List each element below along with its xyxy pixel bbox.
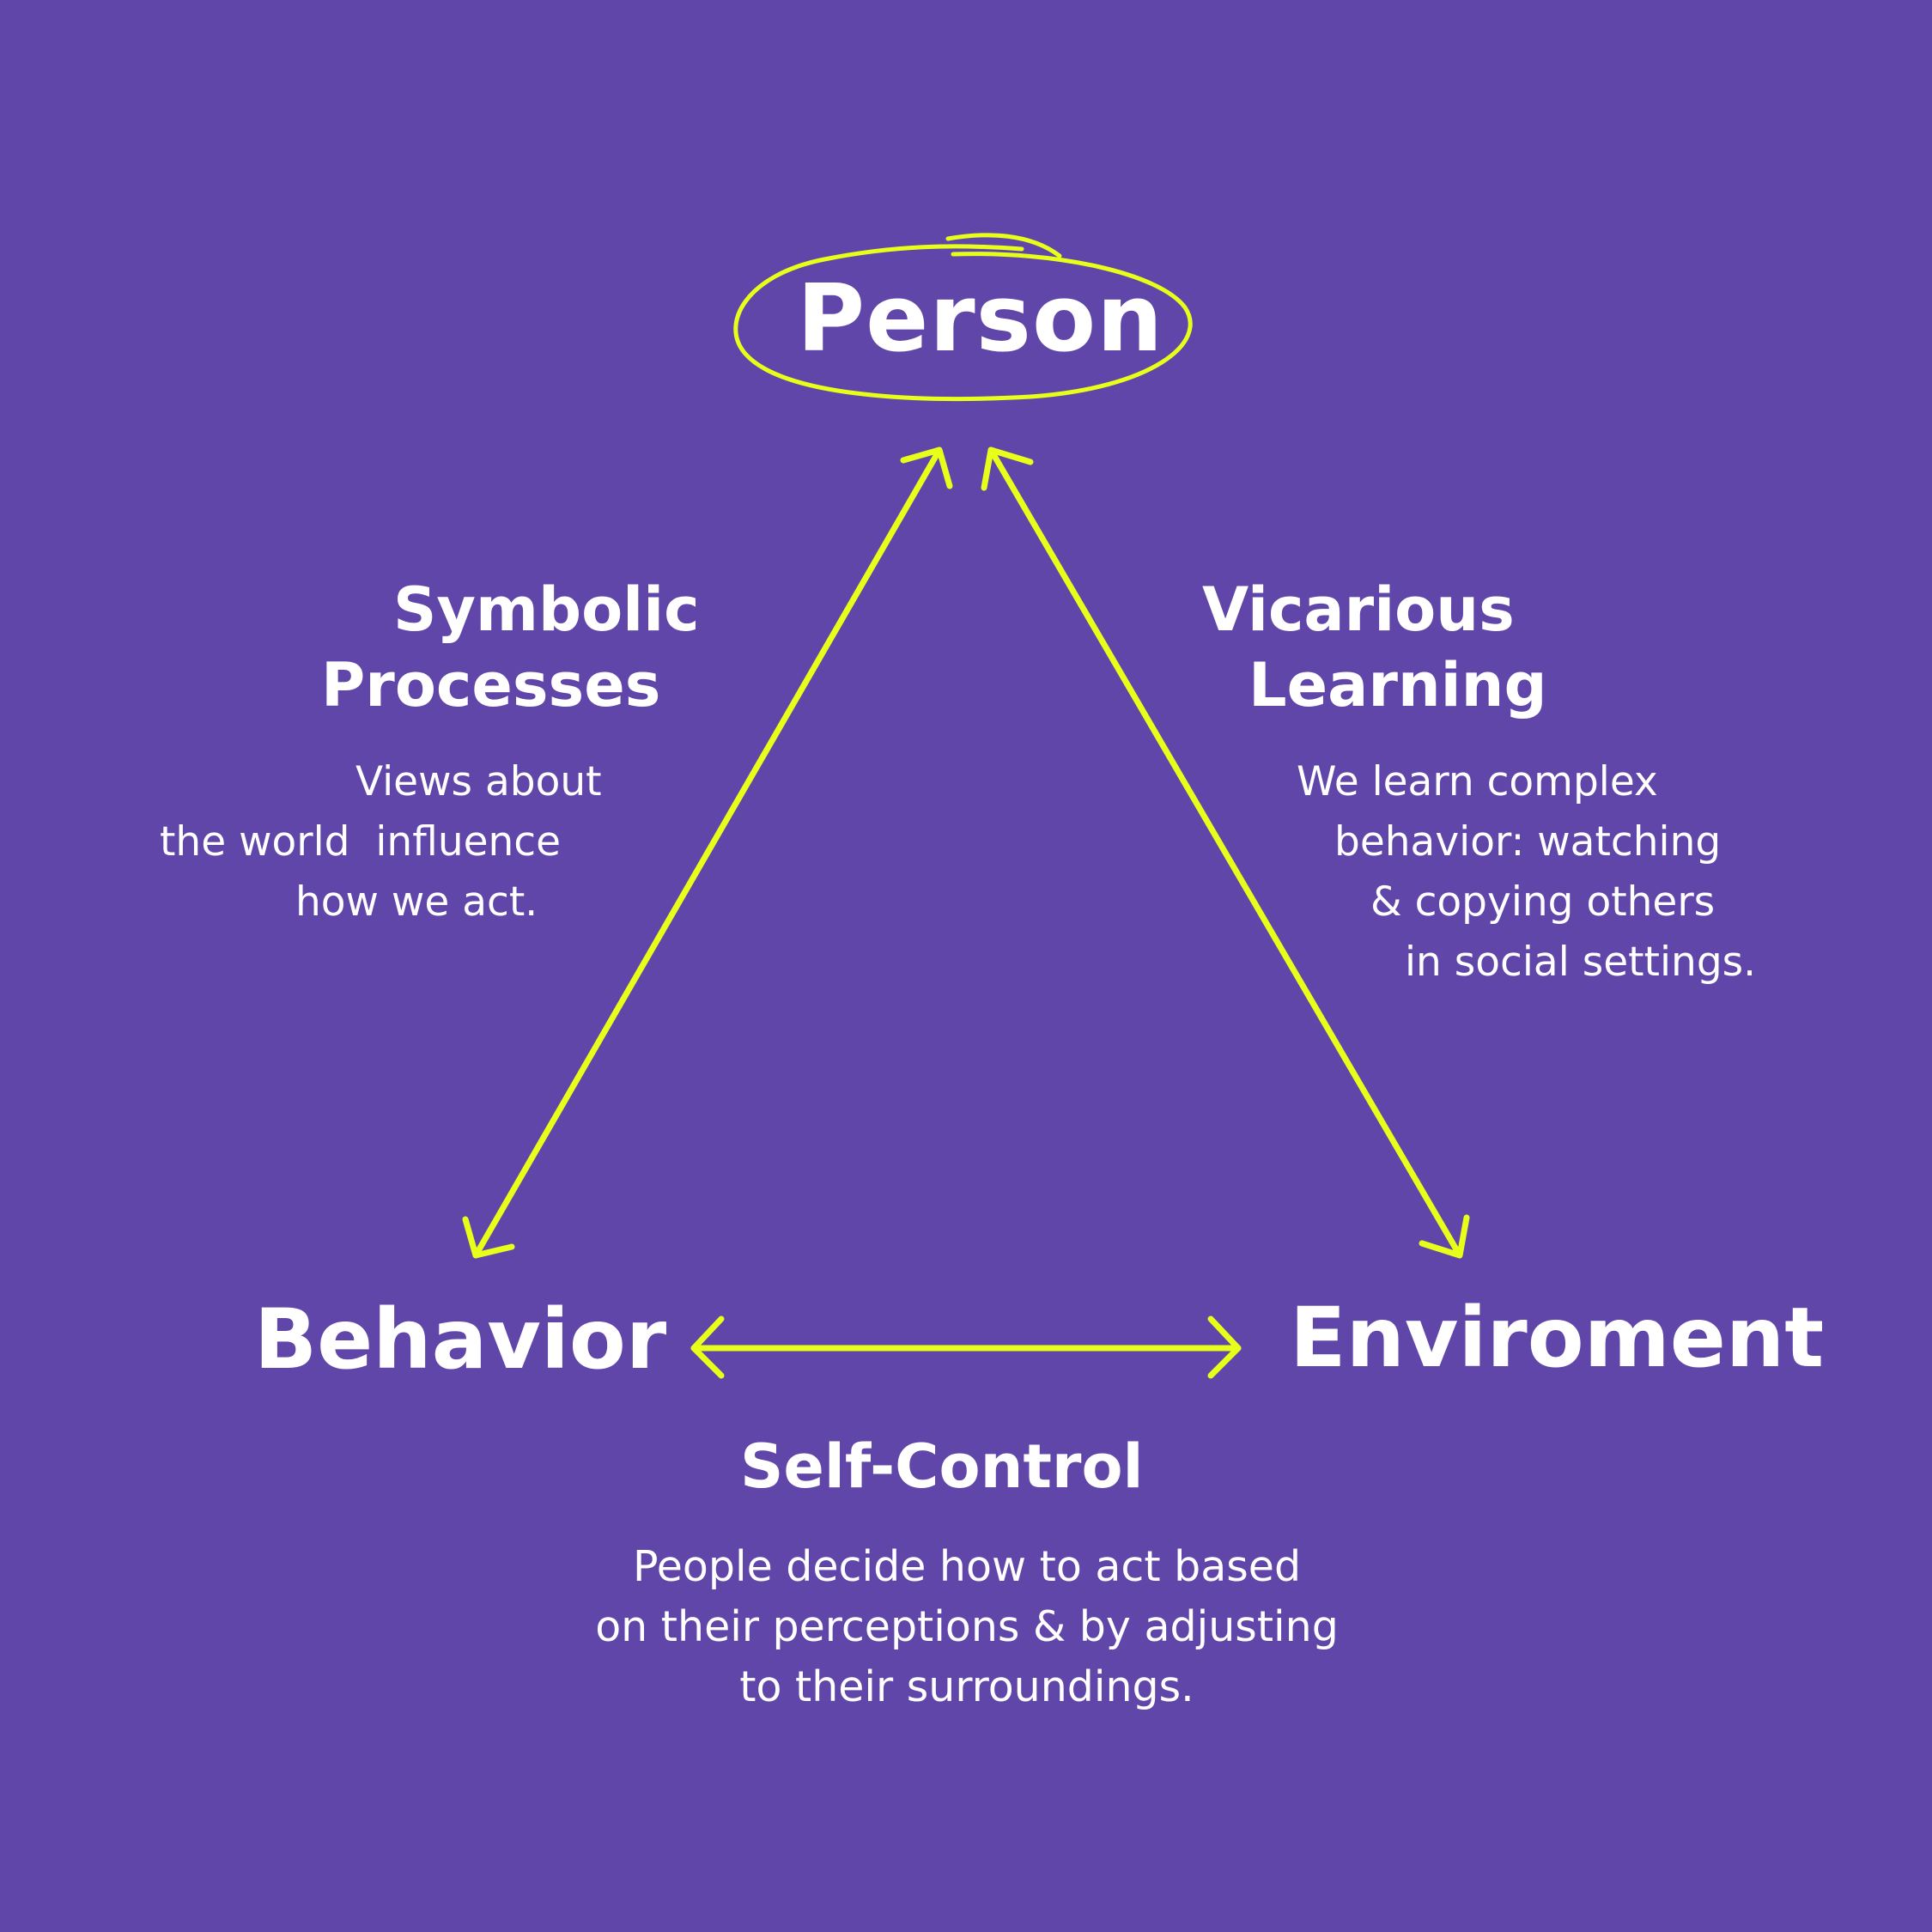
arrow-person-environment — [981, 447, 1470, 1259]
symbolic-title-line: Symbolic — [393, 574, 700, 645]
arrow-behavior-person — [462, 447, 953, 1259]
vicarious-desc-line: behavior: watching — [1334, 818, 1722, 866]
symbolic-desc-line: Views about — [355, 758, 602, 805]
vicarious-title-line: Vicarious — [1202, 574, 1515, 645]
symbolic-processes-description: Views about the world influence how we a… — [160, 752, 602, 933]
vicarious-learning-description: We learn complex behavior: watching & co… — [1297, 752, 1756, 993]
node-environment: Enviroment — [1290, 1290, 1825, 1386]
self-control-description: People decide how to act based on their … — [577, 1537, 1357, 1717]
vicarious-desc-line: We learn complex — [1297, 758, 1658, 805]
self-control-title: Self-Control — [740, 1431, 1144, 1502]
symbolic-desc-line: how we act. — [295, 878, 538, 926]
person-highlight-ellipse — [733, 233, 1193, 401]
vicarious-title-line: Learning — [1249, 650, 1547, 720]
vicarious-desc-line: & copying others — [1370, 878, 1716, 926]
self-control-desc-line: to their surroundings. — [739, 1662, 1194, 1711]
node-person: Person — [797, 265, 1164, 373]
self-control-desc-line: People decide how to act based — [632, 1542, 1302, 1591]
symbolic-desc-line: the world influence — [160, 818, 562, 866]
symbolic-processes-title: Symbolic Processes — [321, 572, 700, 723]
node-behavior: Behavior — [254, 1291, 667, 1388]
vicarious-learning-title: Vicarious Learning — [1202, 572, 1547, 723]
arrow-behavior-environment — [690, 1315, 1242, 1379]
vicarious-desc-line: in social settings. — [1405, 939, 1757, 986]
self-control-desc-line: on their perceptions & by adjusting — [595, 1602, 1339, 1651]
symbolic-title-line: Processes — [321, 650, 661, 720]
